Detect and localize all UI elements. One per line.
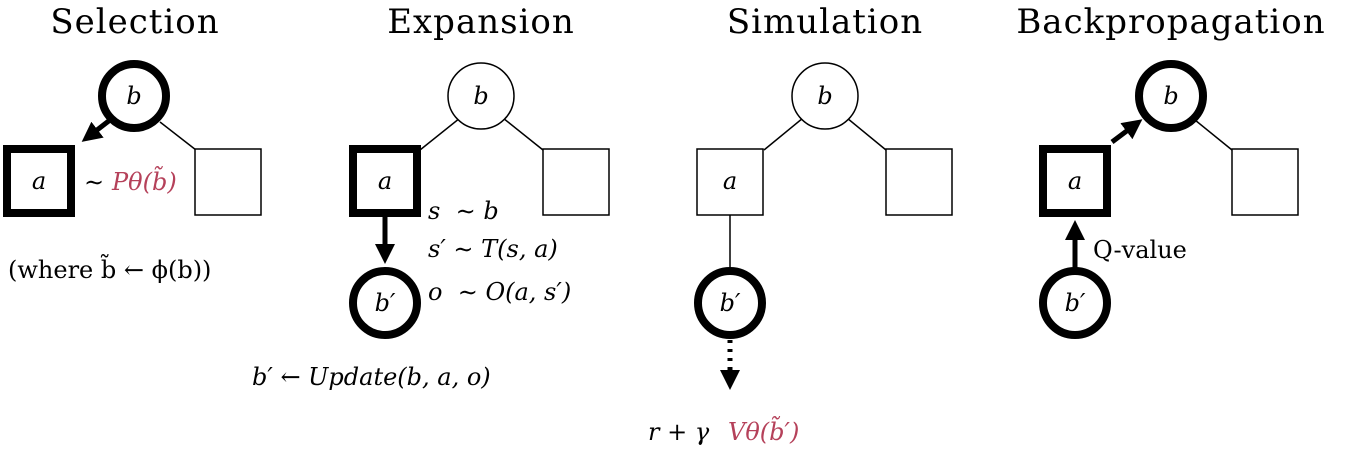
selection-label-b: b [126, 82, 141, 110]
simulation-node-b [791, 62, 859, 130]
simulation-title: Simulation [727, 2, 923, 42]
selection-arrow [81, 118, 112, 142]
selection-title: Selection [50, 2, 219, 42]
expansion-node-a [349, 145, 421, 217]
selection-policy: Pθ(b̃) [111, 165, 177, 196]
expansion-label-b: b [473, 82, 488, 110]
selection-label-a: a [32, 167, 46, 195]
selection-sim-sign: ∼ [84, 168, 104, 196]
simulation-value: Vθ(b̃′) [728, 415, 799, 446]
backpropagation-node-b [1135, 60, 1207, 132]
expansion-panel: Expansion b a b′ s ∼ b s′ ∼ T(s, a) o ∼ … [252, 2, 610, 391]
simulation-label-b-prime: b′ [720, 289, 741, 317]
expansion-update: b′ ← Update(b, a, o) [252, 363, 491, 391]
selection-where-note: (where b̃ ← ϕ(b)) [8, 253, 211, 284]
expansion-label-b-prime: b′ [375, 289, 396, 317]
expansion-edge-left [419, 117, 461, 151]
simulation-label-b: b [817, 82, 832, 110]
backpropagation-title: Backpropagation [1016, 2, 1325, 42]
simulation-rollout-prefix: r + γ [648, 418, 710, 446]
expansion-node-empty [542, 148, 610, 216]
backpropagation-panel: Backpropagation b a b′ Q-value [1016, 2, 1325, 339]
expansion-node-b-prime [349, 267, 421, 339]
simulation-panel: Simulation b a b′ r + γ Vθ(b̃′) [648, 2, 953, 446]
backpropagation-label-b: b [1163, 82, 1178, 110]
backpropagation-arrow-up-right [1110, 119, 1143, 144]
selection-node-empty [194, 148, 262, 216]
expansion-line-3: o ∼ O(a, s′) [428, 278, 571, 306]
selection-node-a [3, 145, 75, 217]
selection-node-b [98, 60, 170, 132]
expansion-label-a: a [378, 167, 392, 195]
expansion-edge-right [502, 117, 544, 151]
backpropagation-q-label: Q-value [1093, 236, 1187, 264]
simulation-edge-right [846, 117, 887, 151]
backpropagation-node-b-prime [1039, 267, 1111, 339]
backpropagation-node-a [1039, 145, 1111, 217]
backpropagation-label-a: a [1068, 167, 1082, 195]
simulation-node-b-prime [694, 267, 766, 339]
backpropagation-label-b-prime: b′ [1065, 289, 1086, 317]
backpropagation-node-empty [1231, 148, 1299, 216]
expansion-node-b [447, 62, 515, 130]
simulation-edge-left [763, 117, 804, 151]
simulation-label-a: a [723, 167, 737, 195]
selection-edge-right [159, 121, 197, 151]
selection-panel: Selection b a ∼ Pθ(b̃) (where b̃ ← ϕ(b)) [3, 2, 262, 284]
expansion-title: Expansion [387, 2, 575, 42]
backpropagation-edge-right [1194, 119, 1233, 151]
simulation-node-empty [885, 148, 953, 216]
expansion-line-1: s ∼ b [428, 197, 499, 225]
expansion-line-2: s′ ∼ T(s, a) [428, 235, 558, 263]
simulation-node-a [696, 148, 764, 216]
